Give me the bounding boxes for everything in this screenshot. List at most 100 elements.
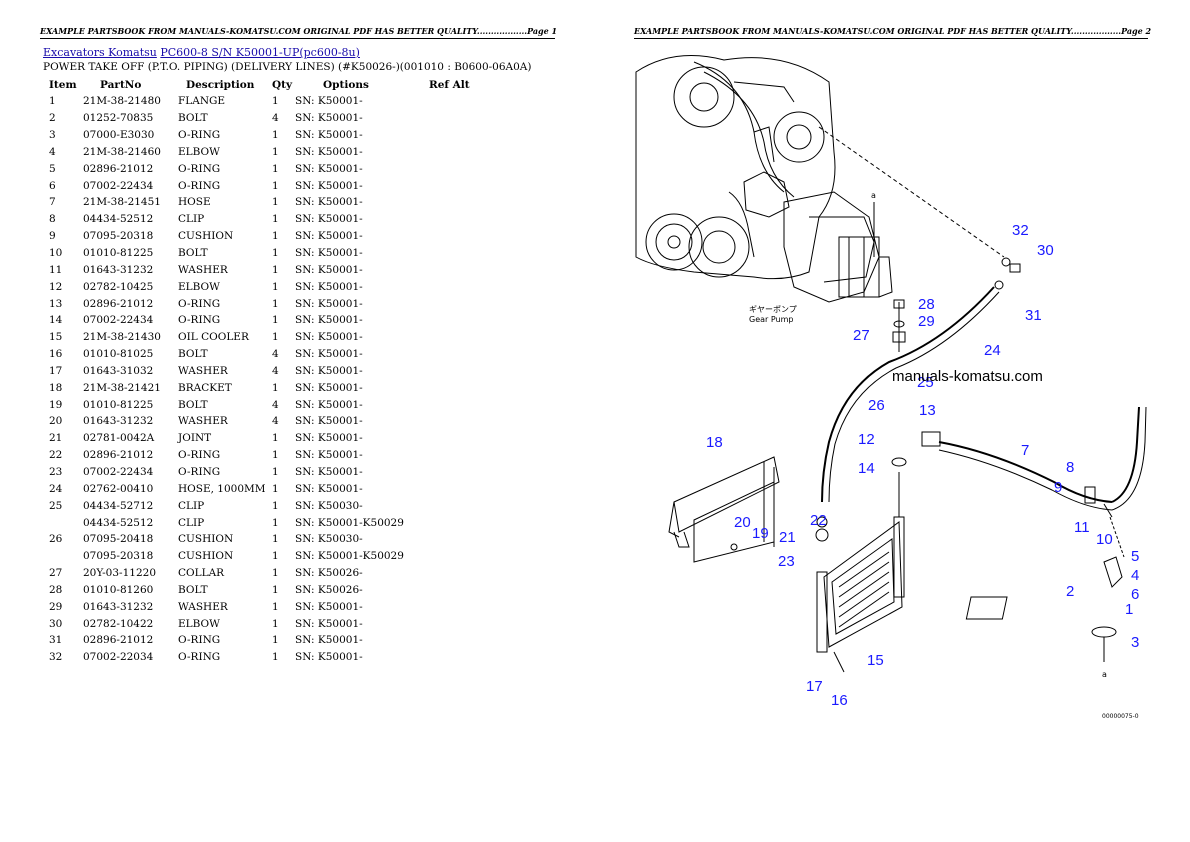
cell-qty: 1 [272, 297, 279, 310]
callout-32: 32 [1012, 222, 1029, 239]
callout-27: 27 [853, 327, 870, 344]
callout-21: 21 [779, 529, 796, 546]
cell-partno: 07095-20318 [83, 230, 154, 243]
callout-13: 13 [919, 402, 936, 419]
cell-item: 13 [49, 297, 63, 310]
cell-item: 17 [49, 364, 63, 377]
cell-ref-alt [429, 649, 489, 666]
cell-options: SN: K50001- [295, 230, 363, 243]
cell-partno: 01643-31232 [83, 263, 154, 276]
cell-options: SN: K50001- [295, 415, 363, 428]
cell-ref-alt [429, 245, 489, 262]
cell-options: SN: K50001- [295, 398, 363, 411]
oil-cooler-15 [815, 457, 907, 673]
cell-item: 8 [49, 213, 56, 226]
cell-item: 14 [49, 314, 63, 327]
cell-ref-alt [429, 632, 489, 649]
cell-description: ELBOW [178, 617, 220, 630]
cell-description: JOINT [178, 432, 212, 445]
cell-options: SN: K50001- [295, 314, 363, 327]
cell-options: SN: K50030- [295, 499, 363, 512]
cell-qty: 1 [272, 280, 279, 293]
cell-partno: 01643-31232 [83, 415, 154, 428]
col-header-qty: Qty [272, 79, 293, 91]
cell-options: SN: K50001- [295, 280, 363, 293]
callout-8: 8 [1066, 459, 1074, 476]
cell-description: ELBOW [178, 145, 220, 158]
cell-ref-alt [429, 329, 489, 346]
watermark-text: manuals-komatsu.com [892, 368, 1043, 385]
cell-item: 1 [49, 95, 56, 108]
cell-ref-alt [429, 396, 489, 413]
cell-item: 22 [49, 449, 63, 462]
cell-item: 31 [49, 634, 63, 647]
cell-ref-alt [429, 110, 489, 127]
cell-description: BOLT [178, 348, 208, 361]
cell-partno: 07000-E3030 [83, 129, 155, 142]
col-header-partno: PartNo [100, 79, 142, 91]
cell-partno: 07002-22434 [83, 314, 154, 327]
cell-qty: 4 [272, 415, 279, 428]
cell-options: SN: K50001- [295, 95, 363, 108]
cell-qty: 1 [272, 634, 279, 647]
cell-item: 2 [49, 112, 56, 125]
breadcrumb-link-category[interactable]: Excavators Komatsu [43, 46, 157, 59]
cell-partno: 21M-38-21430 [83, 331, 161, 344]
cell-description: O-RING [178, 465, 221, 478]
cell-qty: 1 [272, 129, 279, 142]
cell-item: 9 [49, 230, 56, 243]
cell-description: CLIP [178, 213, 205, 226]
cell-partno: 02782-10422 [83, 617, 154, 630]
cell-ref-alt [429, 160, 489, 177]
breadcrumb-link-model[interactable]: PC600-8 S/N K50001-UP(pc600-8u) [160, 46, 360, 59]
cell-options: SN: K50001- [295, 449, 363, 462]
cell-item: 15 [49, 331, 63, 344]
cell-item: 10 [49, 247, 63, 260]
cell-qty: 1 [272, 567, 279, 580]
cell-item: 27 [49, 567, 63, 580]
cell-qty: 1 [272, 145, 279, 158]
cell-partno: 04434-52512 [83, 213, 154, 226]
cell-options: SN: K50026- [295, 567, 363, 580]
cell-qty: 1 [272, 550, 279, 563]
cell-description: FLANGE [178, 95, 226, 108]
cell-description: WASHER [178, 415, 228, 428]
cell-partno: 20Y-03-11220 [83, 567, 156, 580]
cell-options: SN: K50001- [295, 634, 363, 647]
callout-4: 4 [1131, 567, 1139, 584]
cell-description: BOLT [178, 583, 208, 596]
callout-28: 28 [918, 296, 935, 313]
cell-qty: 1 [272, 432, 279, 445]
cell-qty: 1 [272, 583, 279, 596]
cell-ref-alt [429, 565, 489, 582]
cell-qty: 1 [272, 499, 279, 512]
cell-partno: 07002-22434 [83, 179, 154, 192]
cell-partno: 01010-81225 [83, 398, 154, 411]
cell-description: CUSHION [178, 550, 234, 563]
page-1-header: EXAMPLE PARTSBOOK FROM MANUALS-KOMATSU.C… [40, 26, 557, 39]
cell-description: O-RING [178, 634, 221, 647]
cell-ref-alt [429, 295, 489, 312]
callout-14: 14 [858, 460, 875, 477]
cell-item [43, 514, 83, 531]
cell-description: CUSHION [178, 230, 234, 243]
cell-partno: 07002-22434 [83, 465, 154, 478]
hose-24 [821, 257, 1021, 503]
cell-partno: 04434-52512 [83, 516, 154, 529]
cell-description: O-RING [178, 297, 221, 310]
cell-options: SN: K50001- [295, 651, 363, 664]
cell-qty: 4 [272, 398, 279, 411]
